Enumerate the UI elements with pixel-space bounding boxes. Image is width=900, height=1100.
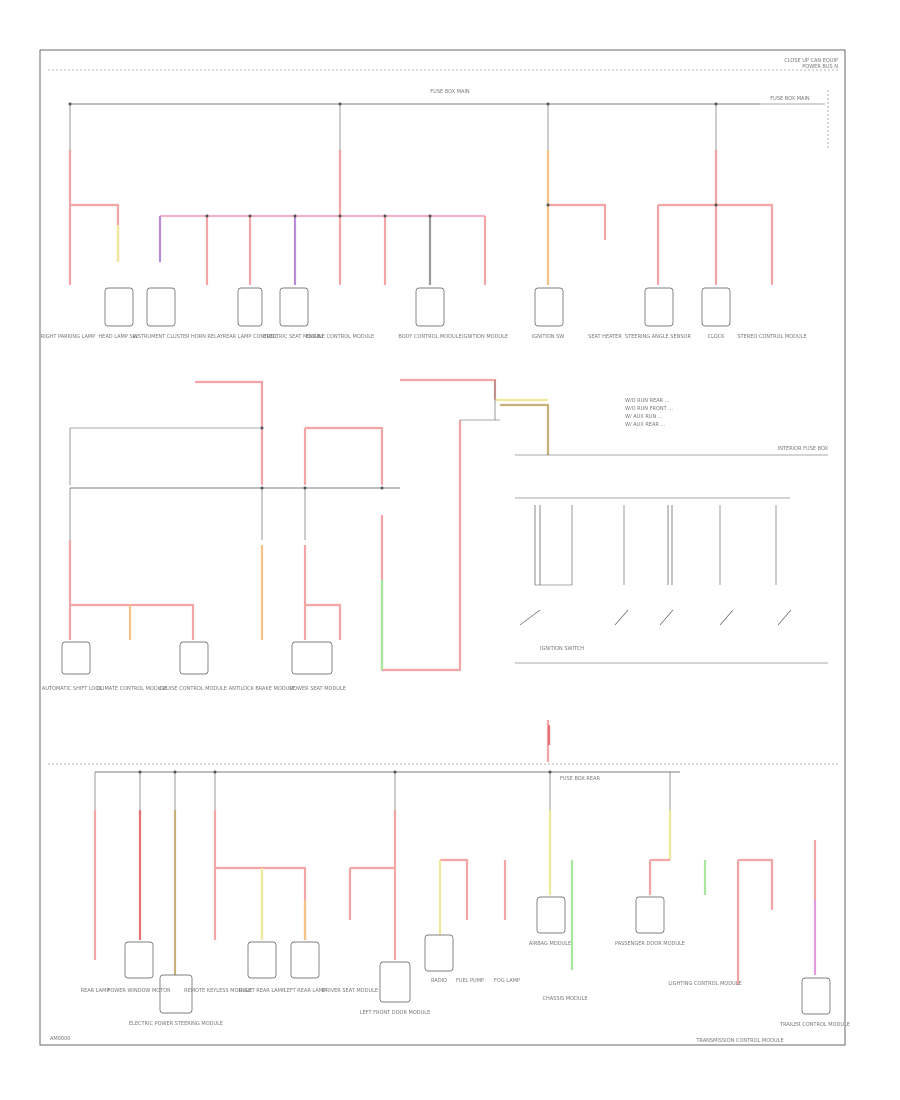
svg-text:REAR LAMP CONTROL: REAR LAMP CONTROL [223,334,278,340]
svg-text:DRIVER SEAT MODULE: DRIVER SEAT MODULE [322,988,378,994]
interior-fuse-box-label: INTERIOR FUSE BOX [778,446,829,452]
bottom-fuse-drops [94,770,671,810]
svg-text:INSTRUMENT CLUSTER: INSTRUMENT CLUSTER [133,334,191,340]
svg-text:POWER WINDOW MOTOR: POWER WINDOW MOTOR [107,988,171,994]
svg-text:AIRBAG MODULE: AIRBAG MODULE [529,941,571,947]
middle-left-wires [68,378,550,672]
transmission-module-label: TRANSMISSION CONTROL MODULE [695,1038,783,1044]
svg-text:W/ AUX REAR ...: W/ AUX REAR ... [625,422,666,428]
svg-text:IGNITION SW: IGNITION SW [532,334,565,340]
svg-text:ANTILOCK BRAKE MODULE: ANTILOCK BRAKE MODULE [229,686,295,692]
svg-text:FUEL PUMP: FUEL PUMP [456,978,484,984]
svg-text:REMOTE KEYLESS MODULE: REMOTE KEYLESS MODULE [184,988,252,994]
diagram-title: CLOSE UP CAN EQUIP [784,58,838,64]
svg-text:FOG LAMP: FOG LAMP [494,978,520,984]
svg-text:AUTOMATIC SHIFT LOCK: AUTOMATIC SHIFT LOCK [42,686,103,692]
svg-text:STEERING ANGLE SENSOR: STEERING ANGLE SENSOR [625,334,691,340]
middle-left-components [61,641,333,675]
top-fuse-drops [68,102,718,150]
svg-text:W/O RUN FRONT ...: W/O RUN FRONT ... [625,406,673,412]
bottom-bus-label: FUSE BOX REAR [560,776,600,782]
bottom-wires [93,810,817,985]
svg-text:LEFT FRONT DOOR MODULE: LEFT FRONT DOOR MODULE [360,1010,431,1016]
svg-text:ELECTRIC POWER STEERING MODULE: ELECTRIC POWER STEERING MODULE [129,1021,223,1027]
svg-text:LEFT REAR LAMP: LEFT REAR LAMP [284,988,326,994]
top-component-labels: RIGHT PARKING LAMP HEAD LAMP SW INSTRUME… [41,334,807,340]
middle-left-labels: AUTOMATIC SHIFT LOCK CLIMATE CONTROL MOD… [42,686,346,692]
footer-code: AM0000 [50,1036,70,1042]
svg-text:BODY CONTROL MODULE: BODY CONTROL MODULE [398,334,461,340]
chassis-module-label: CHASSIS MODULE [543,996,588,1002]
svg-text:W/ AUX RUN ...: W/ AUX RUN ... [625,414,663,420]
diagram-frame [39,49,846,1046]
svg-text:CRUISE CONTROL MODULE: CRUISE CONTROL MODULE [159,686,227,692]
svg-text:STEREO CONTROL MODULE: STEREO CONTROL MODULE [737,334,806,340]
top-bus-label: FUSE BOX MAIN [430,89,470,95]
svg-text:SEAT HEATER: SEAT HEATER [588,334,622,340]
svg-text:POWER SEAT MODULE: POWER SEAT MODULE [290,686,346,692]
bottom-feed [546,720,551,762]
svg-text:PASSENGER DOOR MODULE: PASSENGER DOOR MODULE [615,941,685,947]
top-wires [68,150,774,285]
svg-text:REAR LAMP: REAR LAMP [81,988,110,994]
svg-text:CLOCK: CLOCK [708,334,726,340]
diagram-subtitle: POWER BUS N [802,64,838,70]
svg-text:ENGINE CONTROL MODULE: ENGINE CONTROL MODULE [306,334,374,340]
svg-text:HEAD LAMP SW: HEAD LAMP SW [98,334,137,340]
svg-text:RIGHT PARKING LAMP: RIGHT PARKING LAMP [41,334,95,340]
svg-text:RADIO: RADIO [431,978,447,984]
bottom-component-labels: REAR LAMP POWER WINDOW MOTOR ELECTRIC PO… [81,941,850,1028]
svg-text:TRAILER CONTROL MODULE: TRAILER CONTROL MODULE [779,1022,850,1028]
svg-text:IGNITION MODULE: IGNITION MODULE [462,334,508,340]
svg-text:ELECTRIC SEAT MODULE: ELECTRIC SEAT MODULE [263,334,324,340]
svg-text:W/O RUN REAR ...: W/O RUN REAR ... [625,398,670,404]
switch-block: IGNITION SWITCH [519,505,792,652]
bottom-components [124,896,831,1015]
top-components [104,287,731,327]
svg-text:HORN RELAY: HORN RELAY [191,334,224,340]
svg-text:LIGHTING CONTROL MODULE: LIGHTING CONTROL MODULE [668,981,741,987]
mid-legend: W/O RUN REAR ... W/O RUN FRONT ... W/ AU… [625,398,673,428]
switch-block-label: IGNITION SWITCH [540,646,584,652]
right-bus-label: FUSE BOX MAIN [770,96,810,102]
svg-text:RIGHT REAR LAMP: RIGHT REAR LAMP [239,988,285,994]
svg-text:CLIMATE CONTROL MODULE: CLIMATE CONTROL MODULE [97,686,168,692]
